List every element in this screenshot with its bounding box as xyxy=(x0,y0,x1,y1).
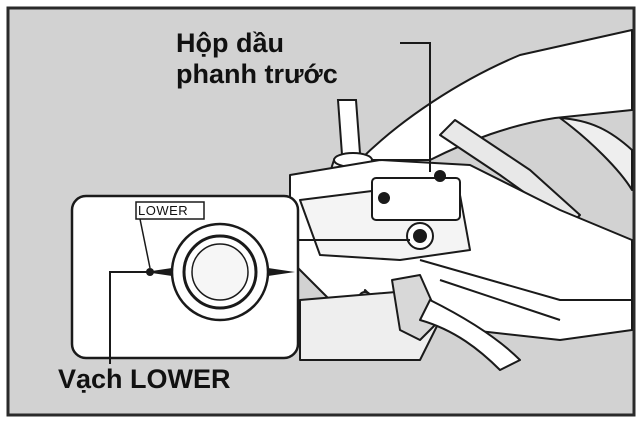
reservoir-label-line-2: phanh trước xyxy=(176,59,338,89)
inset-magnified-view xyxy=(70,194,300,360)
leader-line-reservoir xyxy=(400,42,431,172)
lower-bracket-drawing xyxy=(299,274,521,371)
reservoir-label-line-1: Hộp dầu xyxy=(176,28,284,58)
level-mark xyxy=(145,268,172,276)
master-cylinder-drawing xyxy=(289,159,633,341)
lower-mark-label: Vạch LOWER xyxy=(58,364,231,394)
inset-lower-mark-text: LOWER xyxy=(138,203,189,218)
front-brake-reservoir-label: Hộp dầu phanh trước xyxy=(176,28,338,90)
leader-line-lower xyxy=(109,271,150,364)
handlebar-drawing xyxy=(359,29,633,226)
